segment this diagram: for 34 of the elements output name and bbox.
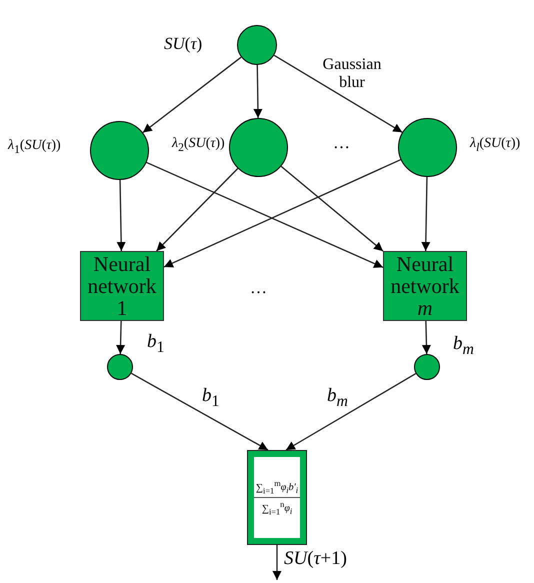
annotation-text: … [333, 133, 350, 153]
edge-label: SU(τ+1) [283, 549, 348, 569]
box-label: Neural network m [390, 253, 460, 319]
arrow [286, 373, 416, 451]
process-box [383, 251, 467, 321]
arrow [131, 372, 268, 451]
node-caption: λ$_{l}$(SU(τ)) [470, 136, 520, 154]
circle-node [107, 354, 133, 380]
arrow [142, 56, 242, 134]
arrow [280, 166, 384, 252]
formula-box [247, 450, 307, 545]
arrow [164, 159, 401, 268]
annotation-text: … [250, 278, 267, 298]
arrow [421, 176, 430, 252]
process-box [80, 251, 164, 321]
arrow [116, 320, 126, 354]
circle-node [237, 25, 277, 65]
circle-node [229, 118, 288, 177]
arrow [274, 54, 403, 133]
node-caption: SU(τ) [164, 34, 202, 54]
arrow [146, 162, 384, 268]
arrow [422, 320, 431, 354]
edge-label: b$_{1}$ [201, 386, 220, 412]
arrow [253, 65, 262, 118]
arrow [116, 180, 126, 252]
arrow [272, 545, 282, 580]
arrow [156, 168, 238, 252]
formula-text: ∑$_{i=1}$$^{n}$φ$_{i}$ [262, 500, 292, 516]
circle-node [414, 354, 440, 380]
node-caption: λ$_{1}$(SU(τ)) [8, 138, 61, 156]
node-caption: λ$_{2}$(SU(τ)) [172, 136, 225, 154]
box-label: Neural network 1 [86, 253, 158, 319]
formula-text: ∑$_{i=1}$$^{m}$φ$_{i}$b′$_{i}$ [256, 478, 298, 495]
annotation-text: Gaussian blur [322, 56, 382, 92]
